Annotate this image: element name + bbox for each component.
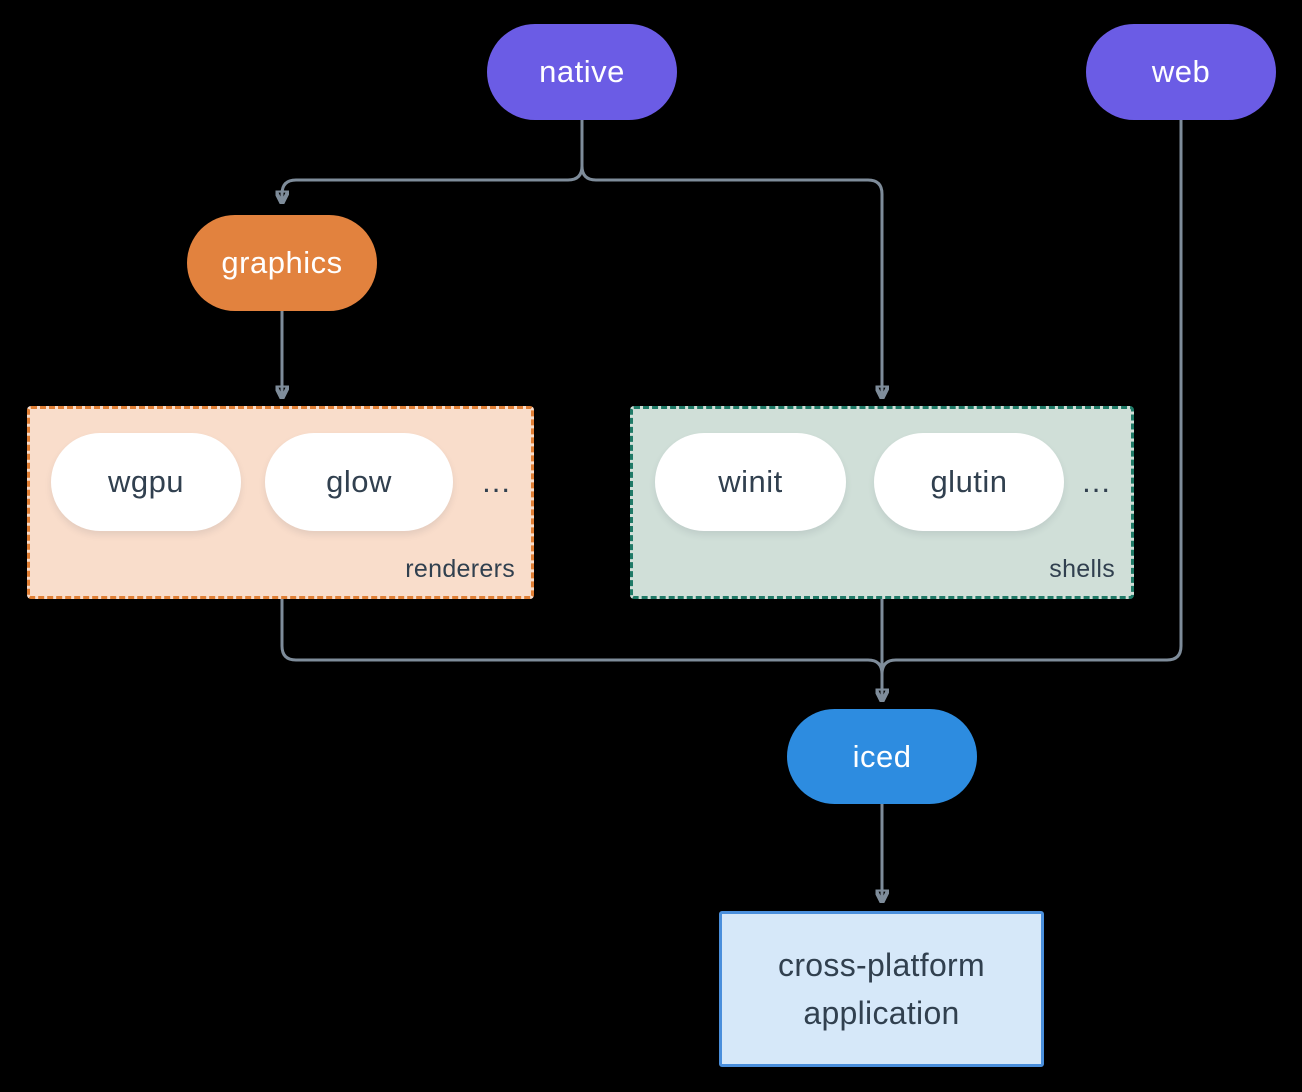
group-shells: winit glutin ... shells: [630, 406, 1134, 599]
node-winit-label: winit: [718, 464, 783, 499]
application-label-line2: application: [803, 995, 960, 1031]
node-web-label: web: [1151, 54, 1211, 89]
node-glow: glow: [265, 433, 453, 531]
node-cross-platform-application: cross-platform application: [719, 911, 1044, 1067]
edge-renderers-merge: [280, 599, 884, 675]
node-glow-label: glow: [326, 464, 392, 499]
node-iced-label: iced: [852, 738, 912, 774]
node-glutin-label: glutin: [930, 464, 1008, 499]
shells-group-label: shells: [1049, 555, 1115, 583]
edge-web-merge: [880, 120, 1183, 675]
node-native: native: [487, 24, 677, 120]
renderers-ellipsis: ...: [482, 464, 511, 499]
node-glutin: glutin: [874, 433, 1064, 531]
application-label-line1: cross-platform: [778, 947, 985, 983]
edge-native-graphics: [282, 120, 584, 200]
node-winit: winit: [655, 433, 846, 531]
node-graphics-label: graphics: [221, 245, 343, 280]
node-iced: iced: [787, 709, 977, 804]
node-graphics: graphics: [187, 215, 377, 311]
node-wgpu: wgpu: [51, 433, 241, 531]
renderers-group-label: renderers: [405, 555, 515, 583]
group-renderers: wgpu glow ... renderers: [27, 406, 534, 599]
node-native-label: native: [539, 54, 625, 89]
node-web: web: [1086, 24, 1276, 120]
edge-native-shells: [580, 120, 882, 395]
shells-ellipsis: ...: [1082, 464, 1111, 499]
node-wgpu-label: wgpu: [107, 464, 185, 499]
